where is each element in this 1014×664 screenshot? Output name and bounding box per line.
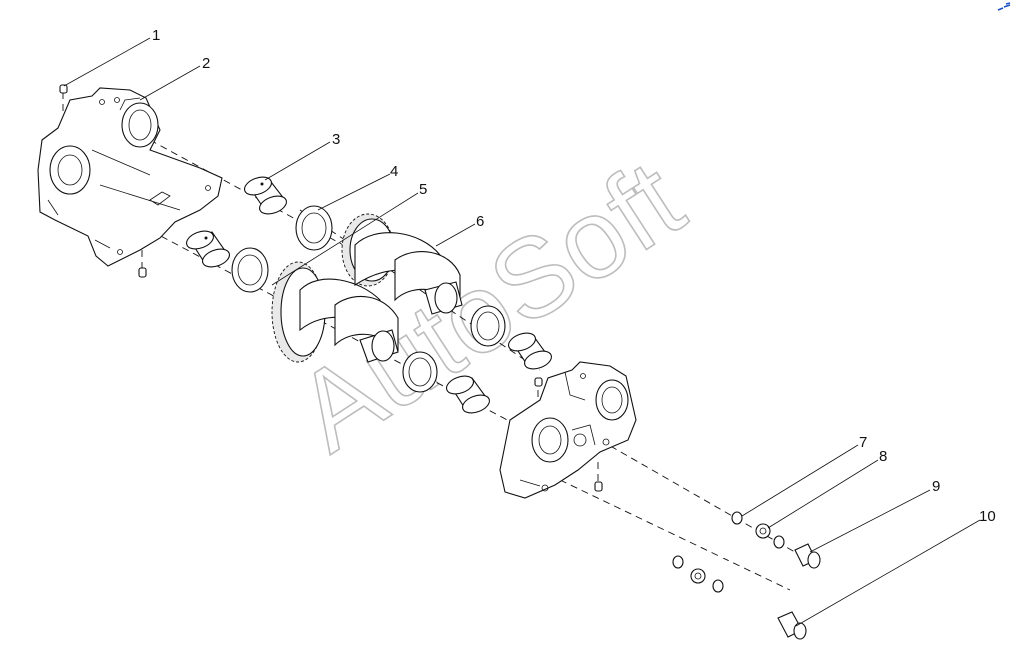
thrust-washer-lower xyxy=(231,247,269,293)
plug-top xyxy=(59,84,68,94)
shaft-upper xyxy=(354,232,463,315)
bushing-upper xyxy=(244,176,287,215)
thrust-washer-upper xyxy=(295,205,333,251)
banjo-bolt xyxy=(794,543,821,569)
bushing-lower xyxy=(186,230,230,268)
callouts: 1 2 3 4 5 6 7 8 9 10 xyxy=(152,27,996,525)
thrust-washer-right-upper xyxy=(470,305,506,347)
callout-9: 9 xyxy=(932,478,940,495)
callout-5: 5 xyxy=(419,181,427,198)
callout-10: 10 xyxy=(979,508,996,525)
right-housing xyxy=(499,361,637,499)
union-bolt xyxy=(777,611,807,640)
seal-rings xyxy=(672,511,785,593)
leader-lines xyxy=(63,37,981,627)
callout-6: 6 xyxy=(476,213,484,230)
callout-4: 4 xyxy=(390,163,398,180)
thrust-washer-right-lower xyxy=(402,351,438,393)
callout-2: 2 xyxy=(202,55,210,72)
left-housing xyxy=(37,87,223,278)
shaft-lower xyxy=(299,278,399,363)
callout-1: 1 xyxy=(152,27,160,44)
callout-8: 8 xyxy=(879,448,887,465)
bushing-right-upper xyxy=(508,332,552,370)
callout-3: 3 xyxy=(332,131,340,148)
callout-7: 7 xyxy=(859,434,867,451)
oil-pipe xyxy=(690,523,771,584)
bushing-right-lower xyxy=(446,375,490,414)
corner-mark xyxy=(997,2,1011,11)
